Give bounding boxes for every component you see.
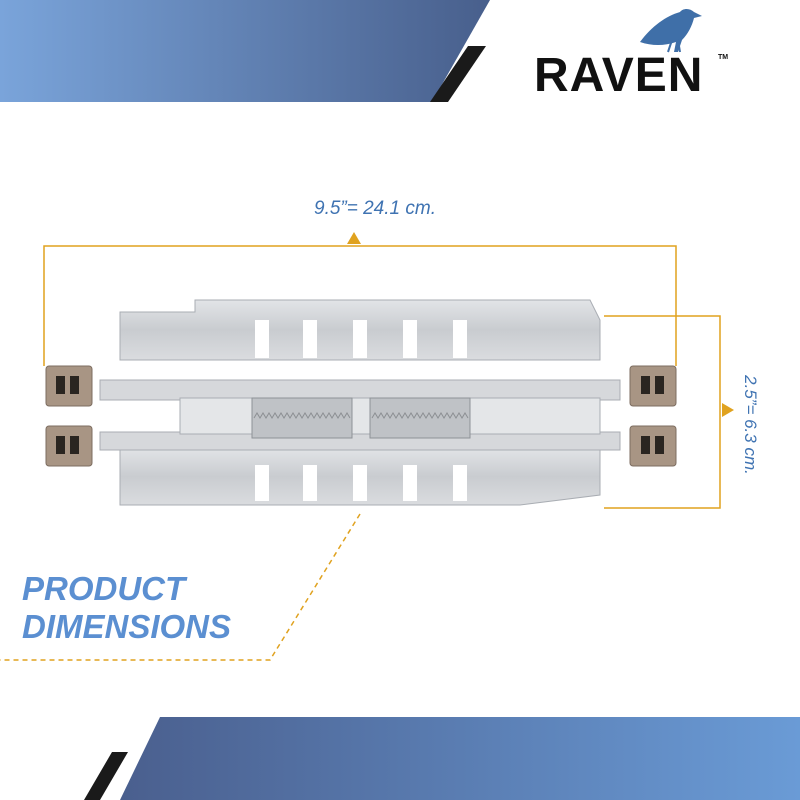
- width-dimension-label: 9.5”= 24.1 cm.: [314, 198, 436, 219]
- dimension-arrow-icon: [722, 403, 734, 417]
- raven-bird-icon: [640, 9, 702, 53]
- dashed-leader-line: [0, 513, 361, 661]
- headline: PRODUCT DIMENSIONS: [22, 570, 231, 646]
- top-banner-slash: [430, 46, 486, 102]
- brand-logo: RAVEN: [534, 49, 704, 102]
- dimension-arrow-icon: [347, 232, 361, 244]
- height-dimension-line: [604, 315, 721, 509]
- bottom-banner: [120, 717, 800, 800]
- headline-line-1: PRODUCT: [22, 570, 186, 607]
- headline-line-2: DIMENSIONS: [22, 608, 232, 645]
- width-dimension-line: [43, 245, 677, 366]
- trademark-mark: TM: [718, 54, 729, 61]
- product-image: [45, 299, 677, 506]
- height-dimension-label: 2.5”= 6.3 cm.: [741, 375, 760, 475]
- top-banner: [0, 0, 490, 102]
- bottom-banner-slash: [84, 752, 128, 800]
